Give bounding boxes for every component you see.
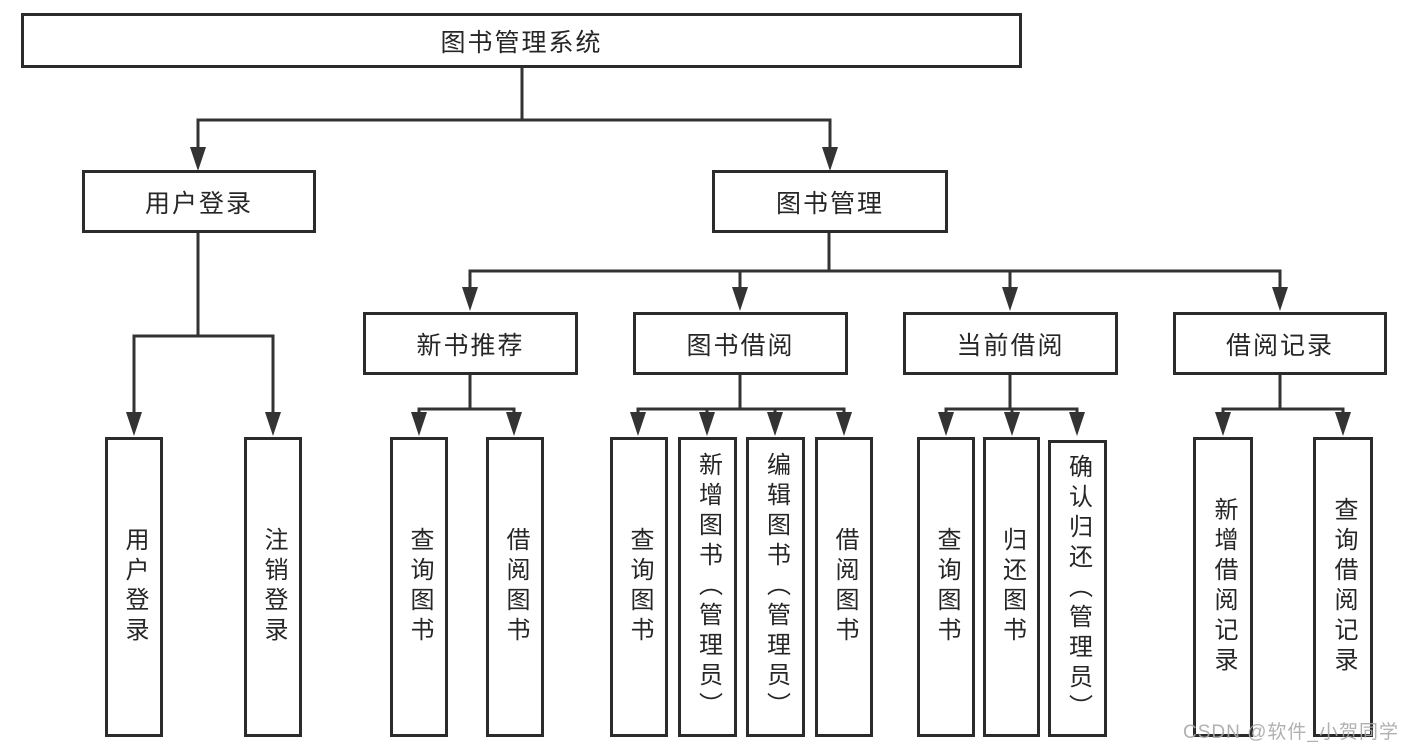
node-label: 图书管理: [775, 189, 884, 218]
leaf-current-confirm-return-admin: 确认归还（管理员）: [1048, 440, 1107, 737]
node-label: 借阅图书: [831, 527, 858, 647]
node-label: 借阅图书: [502, 527, 529, 647]
node-label: 查询借阅记录: [1330, 497, 1357, 677]
watermark: CSDN @软件_小贺同学: [1183, 722, 1399, 743]
leaf-record-add-borrow-record: 新增借阅记录: [1193, 437, 1253, 737]
arrowheads: [126, 147, 1351, 436]
node-label: 当前借阅: [956, 331, 1065, 360]
connector-level3-branch: [468, 269, 1282, 289]
node-current-borrow: 当前借阅: [903, 312, 1118, 375]
node-label: 新书推荐: [416, 331, 525, 360]
node-borrow-record: 借阅记录: [1173, 312, 1387, 375]
node-label: 图书管理系统: [440, 28, 603, 57]
leaf-borrow-edit-book-admin: 编辑图书（管理员）: [746, 437, 805, 737]
leaf-current-query-book: 查询图书: [917, 437, 975, 737]
leaf-recommend-query-book: 查询图书: [390, 437, 448, 737]
leaf-borrow-borrow-book: 借阅图书: [815, 437, 873, 737]
leaf-borrow-add-book-admin: 新增图书（管理员）: [678, 437, 737, 737]
leaf-record-query-borrow-record: 查询借阅记录: [1313, 437, 1373, 737]
node-label: 查询图书: [406, 527, 433, 647]
node-label: 新增图书（管理员）: [694, 452, 722, 722]
leaf-borrow-query-book: 查询图书: [610, 437, 668, 737]
leaf-logout: 注销登录: [244, 437, 302, 737]
node-label: 查询图书: [626, 527, 653, 647]
node-root: 图书管理系统: [21, 13, 1022, 68]
node-label: 新增借阅记录: [1210, 497, 1237, 677]
leaf-recommend-borrow-book: 借阅图书: [486, 437, 544, 737]
node-book-borrow: 图书借阅: [633, 312, 848, 375]
node-label: 注销登录: [260, 527, 287, 647]
node-label: 归还图书: [998, 527, 1026, 647]
node-label: 编辑图书（管理员）: [762, 452, 790, 722]
connector-user-branch: [132, 334, 275, 414]
node-label: 借阅记录: [1225, 331, 1334, 360]
node-label: 确认归还（管理员）: [1064, 453, 1092, 724]
node-label: 图书借阅: [686, 331, 795, 360]
leaf-user-login: 用户登录: [105, 437, 163, 737]
leaf-current-return-book: 归还图书: [983, 437, 1040, 737]
node-book-management: 图书管理: [712, 170, 948, 233]
node-new-book-recommend: 新书推荐: [363, 312, 578, 375]
node-label: 查询图书: [933, 527, 960, 647]
node-label: 用户登录: [121, 527, 148, 647]
node-user-login: 用户登录: [82, 170, 316, 233]
node-label: 用户登录: [144, 189, 253, 218]
connector-level2-branch: [196, 118, 832, 150]
